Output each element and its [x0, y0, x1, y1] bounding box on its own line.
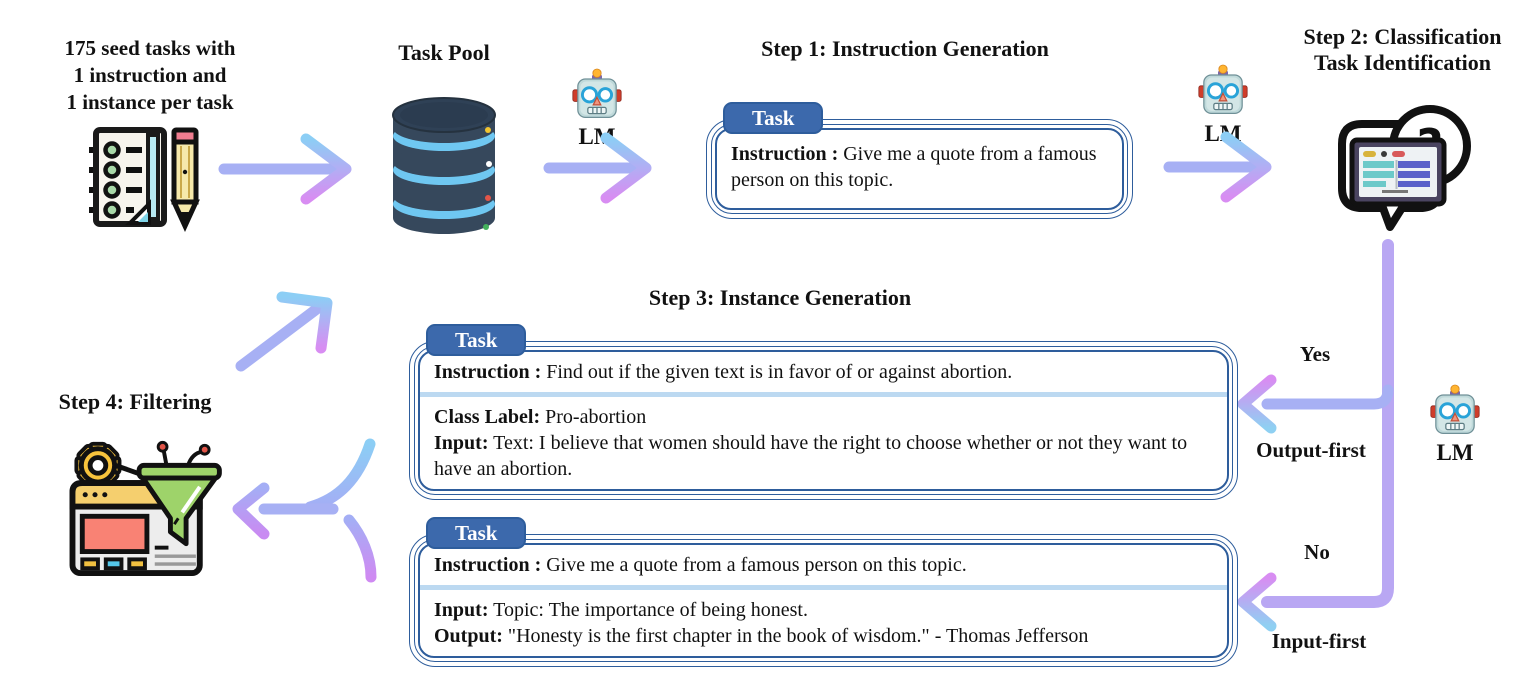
- robot-icon: [1198, 64, 1248, 116]
- branch-label-input-first: Input-first: [1271, 629, 1367, 653]
- curve-from-card-bottom: [343, 514, 377, 583]
- card-divider: [420, 392, 1227, 397]
- branch-label-output-first: Output-first: [1256, 438, 1366, 462]
- arrow-cards-to-filter: [232, 438, 377, 583]
- branch-label-no: No: [1304, 540, 1330, 564]
- instruction-line: Instruction : Give me a quote from a fam…: [731, 143, 1097, 191]
- step4-title: Step 4: Filtering: [58, 389, 212, 414]
- arrow-filter-to-pool: [235, 291, 333, 372]
- robot-icon: [572, 68, 622, 120]
- arrow-step2-branch-no: [1237, 572, 1277, 632]
- class-label-line: Class Label: Pro-abortion: [434, 406, 647, 428]
- lm-label: LM: [578, 124, 616, 149]
- card-divider: [420, 585, 1227, 590]
- task-card-tab: Task: [426, 517, 527, 549]
- curve-from-card-top: [304, 438, 376, 513]
- arrow-seed-to-pool: [218, 133, 352, 205]
- lm-label: LM: [1436, 440, 1474, 465]
- step1-title: Step 1: Instruction Generation: [761, 36, 1049, 61]
- notepad-pencil-icon: [89, 127, 200, 232]
- step3-title: Step 3: Instance Generation: [648, 285, 912, 310]
- classification-chat-icon: ?: [1338, 105, 1471, 231]
- arrow-step2-branch-yes: [1237, 374, 1394, 434]
- input-line: Input: Topic: The importance of being ho…: [434, 599, 808, 621]
- instruction-line: Instruction : Find out if the given text…: [434, 361, 1013, 383]
- branch-label-yes: Yes: [1299, 342, 1331, 366]
- seed-tasks-label: 175 seed tasks with 1 instruction and 1 …: [64, 36, 236, 114]
- input-line: Input: Text: I believe that women should…: [434, 432, 1188, 480]
- step2-title: Step 2: Classification Task Identificati…: [1303, 24, 1502, 75]
- task-card-step1: Task Instruction : Give me a quote from …: [706, 102, 1133, 219]
- database-icon: [392, 97, 496, 234]
- lm-label: LM: [1204, 121, 1242, 146]
- robot-icon: [1430, 384, 1480, 436]
- instruction-line: Instruction : Give me a quote from a fam…: [434, 554, 967, 576]
- task-card-generation: Task Instruction : Give me a quote from …: [409, 517, 1238, 667]
- output-line: Output: "Honesty is the first chapter in…: [434, 625, 1089, 647]
- task-card-tab: Task: [723, 102, 824, 134]
- task-pool-title: Task Pool: [398, 40, 490, 65]
- filter-window-icon: [69, 440, 222, 577]
- task-card-classification: Task Instruction : Find out if the given…: [409, 324, 1238, 500]
- task-card-tab: Task: [426, 324, 527, 356]
